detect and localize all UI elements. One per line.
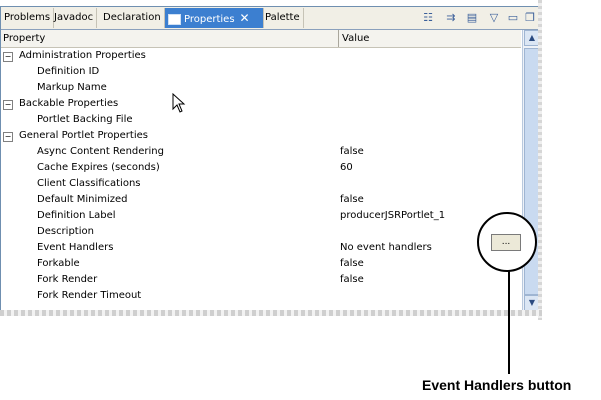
- property-table: −Administration Properties Definition ID…: [1, 48, 521, 304]
- tab-declaration[interactable]: Declaration: [100, 8, 165, 28]
- property-label: Event Handlers: [37, 242, 114, 253]
- column-header: Property Value: [1, 30, 521, 48]
- collapse-icon[interactable]: −: [3, 52, 13, 62]
- tab-palette[interactable]: Palette: [262, 8, 304, 28]
- property-row-event-handlers[interactable]: Event Handlers No event handlers: [1, 240, 521, 256]
- property-label: Portlet Backing File: [37, 114, 133, 125]
- property-label: Definition Label: [37, 210, 116, 221]
- collapse-icon[interactable]: −: [3, 100, 13, 110]
- property-label: Description: [37, 226, 94, 237]
- filter-advanced-icon[interactable]: ⇉: [446, 11, 456, 24]
- properties-view: Problems Javadoc Declaration Properties ✕…: [0, 6, 541, 314]
- tab-properties[interactable]: Properties ✕: [165, 8, 264, 28]
- property-label: Client Classifications: [37, 178, 141, 189]
- property-value[interactable]: No event handlers: [340, 242, 432, 253]
- property-label: Cache Expires (seconds): [37, 162, 160, 173]
- category-row[interactable]: −Backable Properties: [1, 96, 521, 112]
- property-row[interactable]: Description: [1, 224, 521, 240]
- property-label: Forkable: [37, 258, 80, 269]
- property-value[interactable]: producerJSRPortlet_1: [340, 210, 446, 221]
- collapse-icon[interactable]: −: [3, 132, 13, 142]
- property-label: Default Minimized: [37, 194, 128, 205]
- property-label: Definition ID: [37, 66, 100, 77]
- category-row[interactable]: −General Portlet Properties: [1, 128, 521, 144]
- callout-label: Event Handlers button: [422, 377, 572, 393]
- mouse-pointer-icon: [172, 93, 186, 113]
- tab-problems[interactable]: Problems: [1, 8, 55, 28]
- tab-javadoc[interactable]: Javadoc: [51, 8, 98, 28]
- property-row[interactable]: Portlet Backing File: [1, 112, 521, 128]
- tab-label: Palette: [265, 12, 300, 23]
- property-row[interactable]: Cache Expires (seconds) 60: [1, 160, 521, 176]
- view-menu-icon[interactable]: ▽: [489, 11, 499, 24]
- property-row[interactable]: Fork Render false: [1, 272, 521, 288]
- categories-icon[interactable]: ☷: [423, 11, 433, 24]
- property-column-header[interactable]: Property: [3, 33, 46, 44]
- category-label: Administration Properties: [19, 50, 146, 61]
- property-row[interactable]: Client Classifications: [1, 176, 521, 192]
- category-row[interactable]: −Administration Properties: [1, 48, 521, 64]
- property-row[interactable]: Definition Label producerJSRPortlet_1: [1, 208, 521, 224]
- column-divider[interactable]: [338, 30, 339, 47]
- maximize-icon[interactable]: ❐: [525, 11, 535, 24]
- property-value[interactable]: 60: [340, 162, 353, 173]
- property-row[interactable]: Forkable false: [1, 256, 521, 272]
- property-label: Async Content Rendering: [37, 146, 164, 157]
- category-label: Backable Properties: [19, 98, 119, 109]
- event-handlers-button[interactable]: ...: [491, 234, 521, 251]
- property-value[interactable]: false: [340, 194, 364, 205]
- property-row[interactable]: Fork Render Timeout: [1, 288, 521, 304]
- callout-magnifier: ...: [477, 212, 537, 272]
- restore-default-icon[interactable]: ▤: [466, 11, 478, 24]
- property-label: Fork Render Timeout: [37, 290, 142, 301]
- property-value[interactable]: false: [340, 258, 364, 269]
- property-row[interactable]: Definition ID: [1, 64, 521, 80]
- category-label: General Portlet Properties: [19, 130, 148, 141]
- properties-icon: [168, 13, 181, 25]
- callout-line: [508, 270, 510, 374]
- property-row[interactable]: Default Minimized false: [1, 192, 521, 208]
- property-value[interactable]: false: [340, 146, 364, 157]
- tab-label: Problems: [4, 12, 51, 23]
- torn-edge: [538, 0, 542, 320]
- minimize-icon[interactable]: ▭: [507, 11, 519, 24]
- property-row[interactable]: Async Content Rendering false: [1, 144, 521, 160]
- property-row[interactable]: Markup Name: [1, 80, 521, 96]
- value-column-header[interactable]: Value: [342, 33, 370, 44]
- tab-label: Properties: [184, 14, 235, 25]
- property-label: Fork Render: [37, 274, 98, 285]
- property-value[interactable]: false: [340, 274, 364, 285]
- tab-label: Declaration: [103, 12, 161, 23]
- torn-edge: [0, 310, 542, 316]
- property-label: Markup Name: [37, 82, 107, 93]
- tab-label: Javadoc: [54, 12, 94, 23]
- view-tab-bar: Problems Javadoc Declaration Properties ✕…: [1, 7, 540, 30]
- close-icon[interactable]: ✕: [239, 11, 250, 25]
